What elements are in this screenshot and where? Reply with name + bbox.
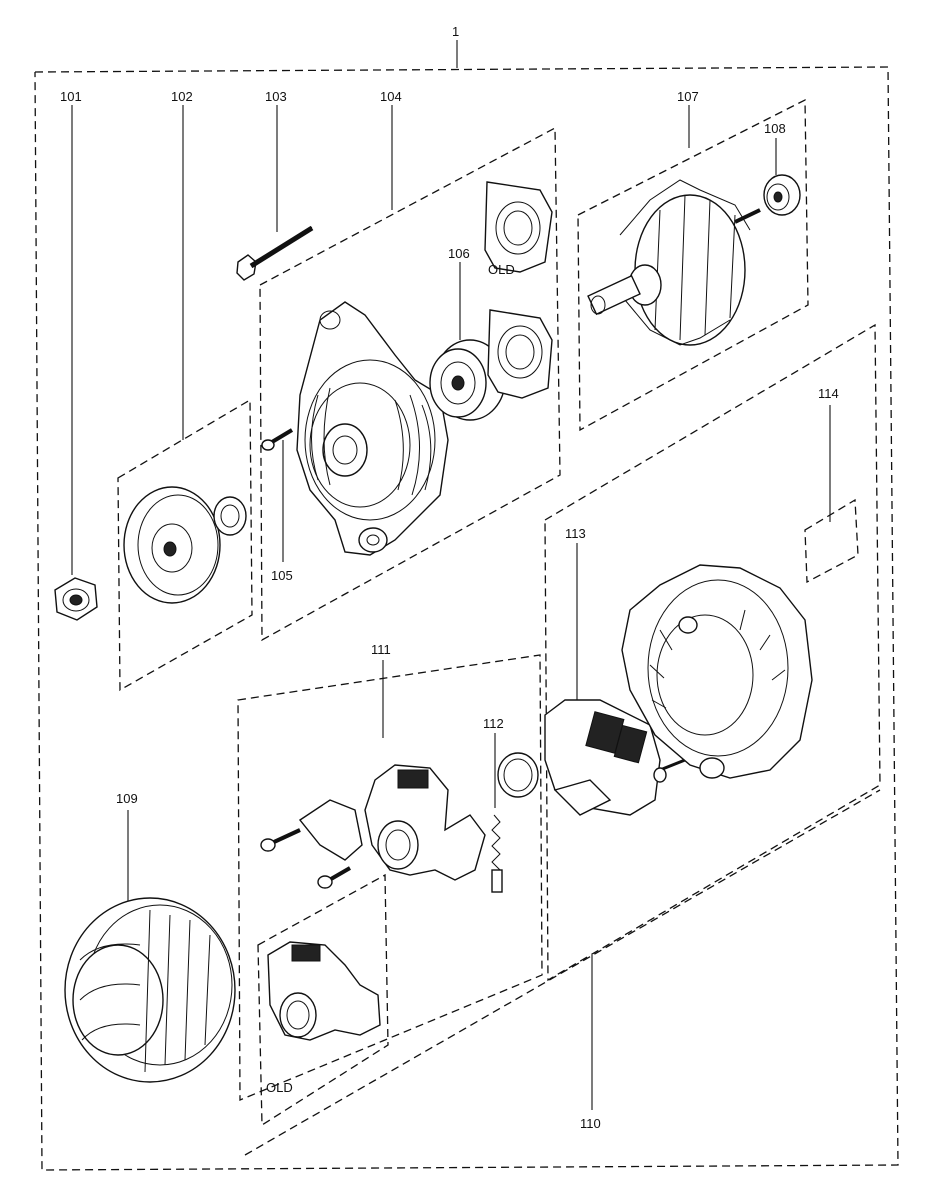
label-105: 105 bbox=[271, 568, 293, 583]
rear-bracket-group-boundary bbox=[544, 323, 881, 982]
screw-105 bbox=[261, 428, 294, 451]
label-111: 111 bbox=[371, 642, 391, 657]
rotor-107 bbox=[587, 179, 761, 346]
label-assembly: 1 bbox=[452, 24, 459, 39]
pulley-group-boundary bbox=[117, 398, 253, 692]
label-104: 104 bbox=[380, 89, 402, 104]
assembly-boundary bbox=[34, 40, 899, 1171]
label-109: 109 bbox=[116, 791, 138, 806]
label-old-regulator: OLD bbox=[266, 1080, 293, 1095]
label-101: 101 bbox=[60, 89, 82, 104]
label-112: 112 bbox=[483, 716, 504, 731]
old-regulator-boundary bbox=[257, 873, 389, 1127]
label-113: 113 bbox=[565, 526, 586, 541]
bolt-103 bbox=[236, 225, 314, 281]
label-103: 103 bbox=[265, 89, 287, 104]
label-110: 110 bbox=[580, 1116, 601, 1131]
retainer-plate-new bbox=[487, 309, 553, 399]
label-107: 107 bbox=[677, 89, 699, 104]
pulley-102 bbox=[123, 486, 247, 604]
rear-bracket bbox=[621, 564, 813, 779]
front-bracket-group-boundary bbox=[259, 126, 561, 642]
nut-101 bbox=[54, 577, 98, 621]
label-114: 114 bbox=[818, 386, 839, 401]
regulator-old bbox=[267, 941, 381, 1041]
label-102: 102 bbox=[171, 89, 193, 104]
part-labels: 1 101 102 103 104 105 106 107 108 109 11… bbox=[60, 24, 839, 1131]
rectifier-113 bbox=[544, 699, 686, 816]
leader-lines bbox=[71, 105, 831, 1110]
rear-bracket-lower-boundary bbox=[244, 789, 881, 1156]
label-106: 106 bbox=[448, 246, 470, 261]
retainer-plate-old bbox=[484, 181, 553, 273]
regulator-111 bbox=[260, 764, 486, 889]
bearing-108 bbox=[763, 174, 801, 216]
label-old-plate: OLD bbox=[488, 262, 515, 277]
front-bracket-104 bbox=[296, 301, 449, 556]
regulator-group-boundary bbox=[237, 654, 543, 1101]
rotor-group-boundary bbox=[577, 98, 809, 432]
part-114-box bbox=[804, 498, 859, 584]
label-108: 108 bbox=[764, 121, 786, 136]
brush-112 bbox=[491, 752, 539, 893]
stator-109 bbox=[64, 897, 236, 1083]
